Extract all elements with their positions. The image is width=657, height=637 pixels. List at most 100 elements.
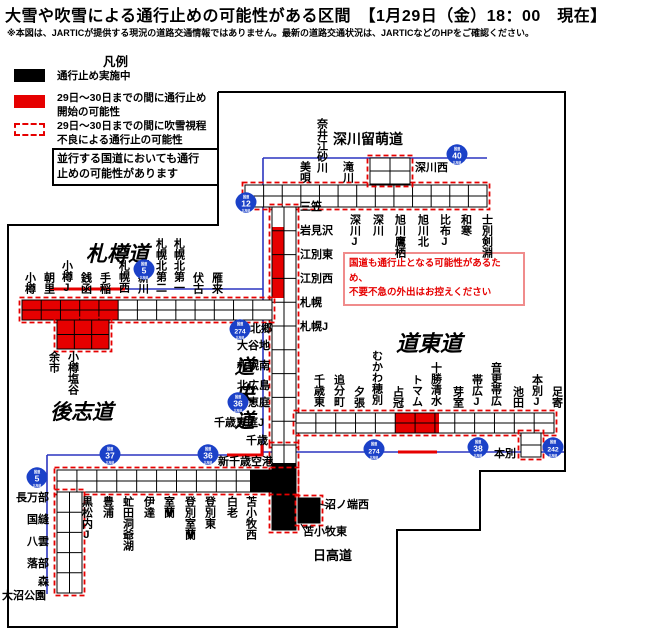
ic-label: 北郷	[250, 323, 272, 335]
svg-text:5: 5	[142, 266, 147, 276]
ic-label: 美唄	[298, 161, 311, 183]
svg-text:36: 36	[203, 451, 213, 461]
ic-label: 八雲	[27, 536, 49, 548]
ic-label: 夕張	[352, 386, 365, 408]
ic-label: 虻田洞爺湖	[121, 496, 134, 551]
ic-label: 深川	[371, 214, 384, 236]
svg-text:国道: 国道	[235, 394, 242, 399]
ic-label: 池田	[511, 386, 524, 408]
legend-label-closed: 通行止め実施中	[57, 70, 131, 82]
ic-label: 足寄	[550, 386, 563, 408]
ic-label: 小樽J	[60, 260, 73, 294]
ic-label: 室蘭	[162, 496, 175, 518]
ic-label: 千歳	[246, 435, 268, 447]
ic-label: 苫小牧東	[303, 526, 347, 538]
ic-label: 朝里	[42, 272, 55, 294]
ic-label: 江別西	[300, 273, 333, 285]
ic-label: 苫小牧西	[244, 496, 257, 540]
ic-label: 雁来	[210, 272, 223, 294]
legend-swatch-blizzard	[14, 123, 45, 136]
ic-label: 小樽塩谷	[66, 351, 79, 395]
ic-label: 白老	[225, 496, 238, 518]
svg-text:国道: 国道	[454, 146, 461, 151]
legend-swatch-closed	[14, 69, 45, 82]
ic-label: 深川西	[415, 162, 448, 174]
ic-label: 登別室蘭	[183, 496, 196, 540]
svg-text:274: 274	[368, 449, 380, 456]
svg-text:北海道: 北海道	[234, 409, 243, 413]
svg-text:北海道: 北海道	[453, 161, 462, 165]
ic-label: 札幌J	[300, 321, 329, 333]
svg-text:北海道: 北海道	[549, 454, 558, 458]
ic-label: 大谷地	[237, 340, 270, 352]
legend-label-closure-start: 29日～30日までの間に通行止め 開始の可能性	[57, 92, 207, 118]
road-name: 後志道	[50, 400, 113, 424]
ic-label: 手稲	[98, 272, 111, 294]
ic-label: 札幌西	[117, 260, 130, 293]
ic-label: 長万部	[16, 492, 49, 504]
svg-text:国道: 国道	[107, 446, 114, 451]
svg-text:北海道: 北海道	[140, 276, 149, 280]
ic-label: 黒松内J	[80, 496, 93, 541]
ic-label: 札幌南	[237, 360, 270, 372]
svg-text:5: 5	[35, 474, 40, 484]
ic-label: 恵庭	[248, 397, 270, 409]
svg-text:北海道: 北海道	[242, 209, 251, 213]
svg-text:北海道: 北海道	[106, 461, 115, 465]
svg-text:国道: 国道	[550, 439, 557, 444]
legend-label-blizzard: 29日～30日までの間に吹雪視程 不良による通行止の可能性	[57, 120, 207, 146]
ic-label: 森	[38, 576, 49, 588]
ic-label: 国縫	[27, 514, 49, 526]
svg-text:北海道: 北海道	[474, 454, 483, 458]
ic-label: 北広島	[237, 380, 270, 392]
ic-label: 千歳東	[312, 374, 325, 407]
ic-label: 札幌北第一	[172, 238, 185, 293]
legend-heading: 凡例	[103, 55, 129, 69]
svg-text:12: 12	[241, 199, 251, 209]
ic-label: 岩見沢	[300, 225, 333, 237]
svg-text:国道: 国道	[371, 441, 378, 446]
ic-label: 深川J	[348, 214, 361, 248]
ic-label: 新千歳空港	[218, 456, 273, 468]
ic-label: 落部	[27, 558, 49, 570]
ic-label: 札幌	[300, 297, 322, 309]
svg-text:242: 242	[547, 447, 559, 454]
parallel-route-note: 並行する国道においても通行 止めの可能性があります	[52, 148, 219, 186]
svg-text:国道: 国道	[205, 446, 212, 451]
ic-label: 札幌北第二	[154, 238, 167, 293]
page-title: 大雪や吹雪による通行止めの可能性がある区間 【1月29日（金）18：00 現在】	[5, 8, 607, 25]
svg-text:38: 38	[473, 444, 483, 454]
svg-text:国道: 国道	[141, 261, 148, 266]
road-name: 深川留萌道	[333, 131, 403, 147]
ic-label: 芽室	[451, 386, 464, 408]
ic-label: 三笠	[300, 201, 322, 213]
svg-text:36: 36	[233, 399, 243, 409]
ic-label: 奈井江砂川	[315, 118, 328, 173]
ic-label: トマム	[410, 374, 423, 407]
ic-label: 旭川北	[416, 214, 429, 247]
ic-label: 追分町	[332, 374, 345, 407]
ic-label: 豊浦	[101, 496, 114, 518]
svg-text:北海道: 北海道	[370, 456, 379, 460]
svg-text:274: 274	[234, 329, 246, 336]
ic-label: 千歳恵庭J	[214, 417, 265, 429]
ic-label: 本別J	[530, 374, 543, 408]
ic-label: 登別東	[203, 496, 216, 529]
ic-label: 本別	[494, 448, 516, 460]
ic-label: 銭函	[79, 272, 92, 294]
ic-label: 伏古	[191, 272, 204, 294]
ic-label: 士別剣淵	[480, 214, 493, 258]
svg-text:北海道: 北海道	[33, 484, 42, 488]
road-name: 道東道	[396, 331, 463, 356]
